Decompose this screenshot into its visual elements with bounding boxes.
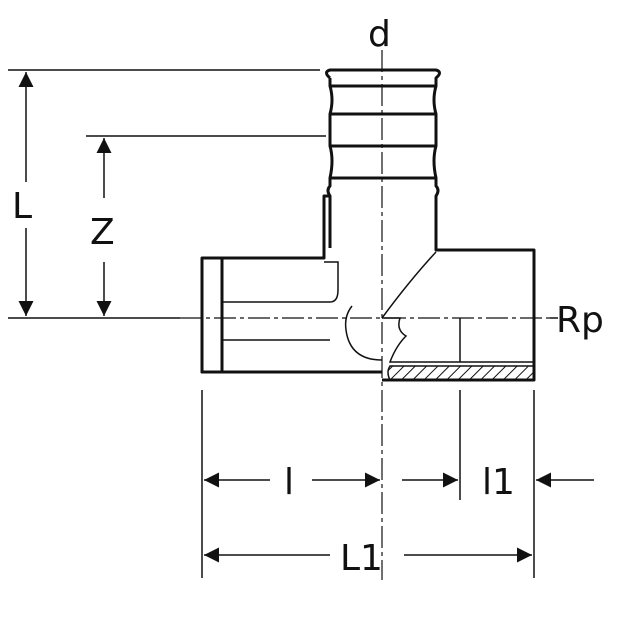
label-Z: Z: [90, 212, 115, 253]
left-run-end: [200, 258, 382, 374]
inner-details: [222, 251, 534, 363]
dimension-lines: [18, 72, 594, 563]
label-Rp: Rp: [556, 300, 604, 341]
extension-lines: [8, 69, 558, 578]
press-socket-top: [325, 68, 441, 248]
shoulder-left: [202, 194, 330, 260]
centerlines: [180, 50, 550, 580]
label-L: L: [12, 186, 32, 227]
label-l: l: [284, 462, 294, 503]
press-socket-top-left: [326, 78, 334, 248]
label-d: d: [368, 14, 391, 55]
left-socket-ring: [200, 256, 224, 374]
label-l1: l1: [482, 462, 515, 503]
tee-fitting-body: [200, 68, 536, 382]
thread-hatch: [387, 365, 535, 381]
label-L1: L1: [340, 538, 383, 579]
